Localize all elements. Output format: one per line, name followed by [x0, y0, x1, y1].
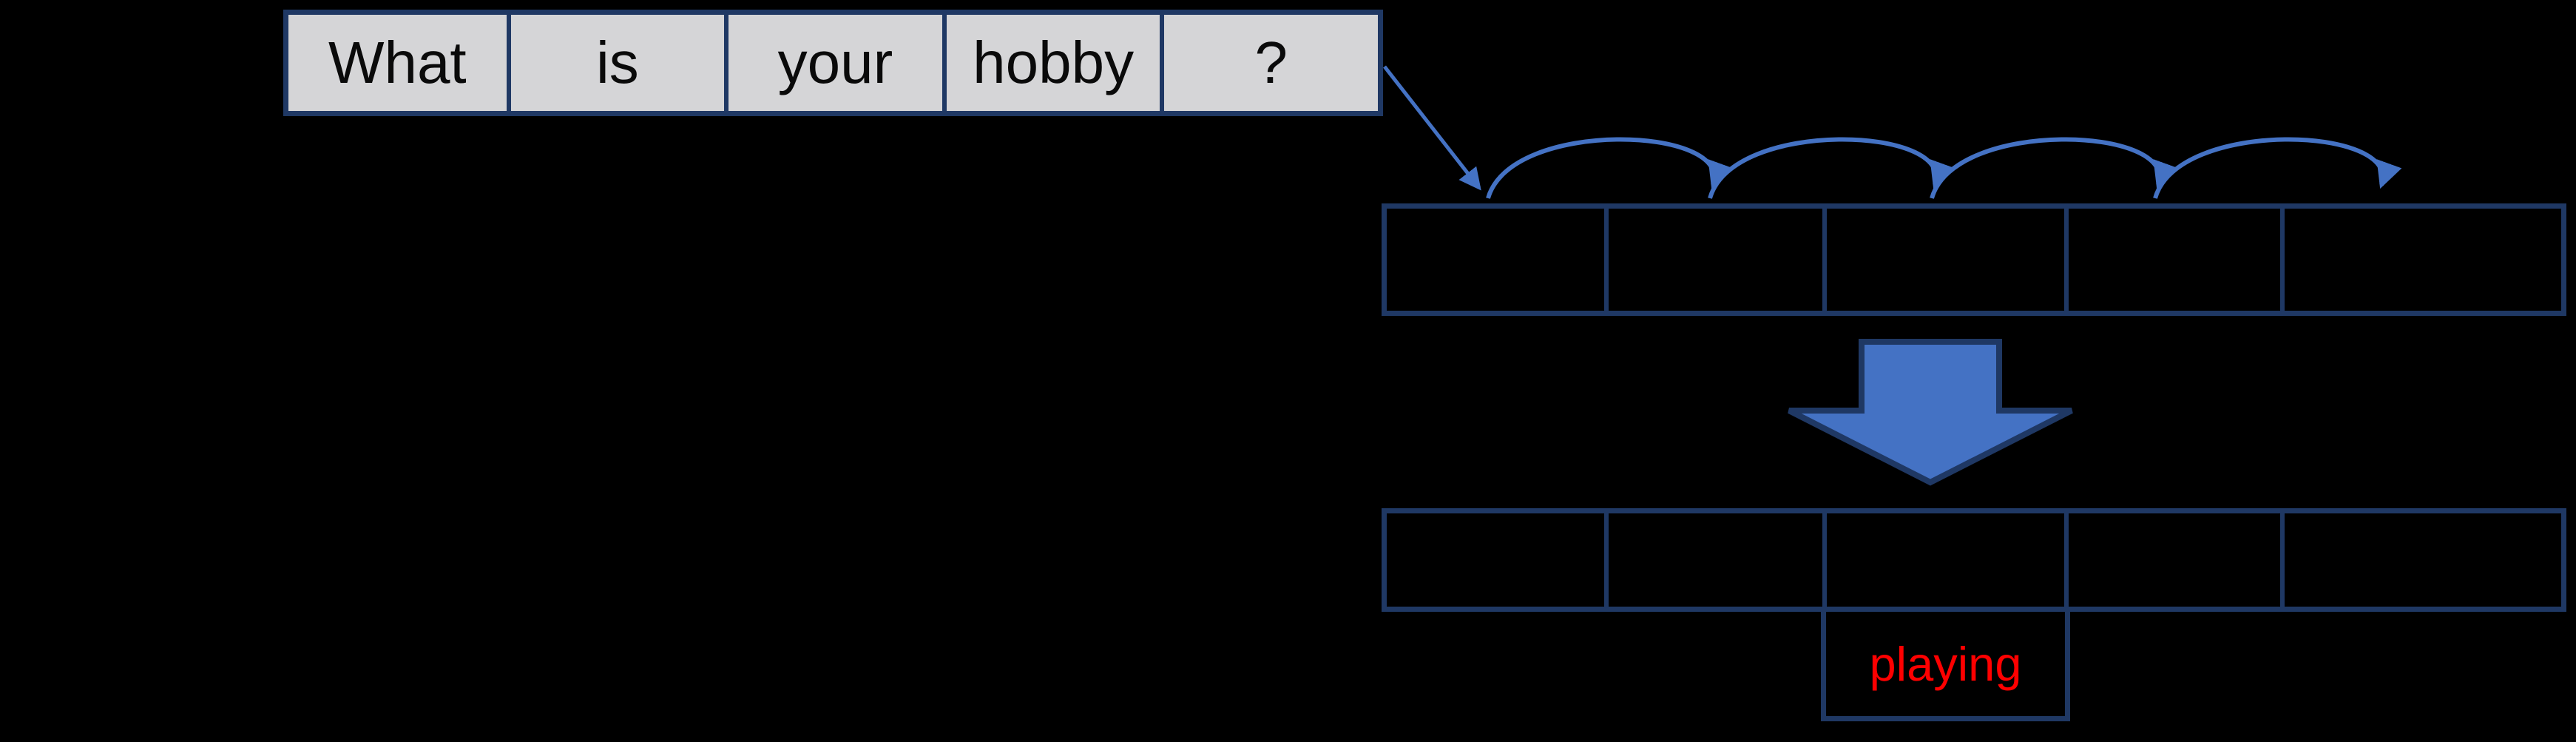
hop-arc-2-icon: [1708, 137, 1955, 199]
source-token-cell-your: your: [724, 15, 942, 111]
vector-cell: [1387, 513, 1604, 607]
source-token-label: hobby: [973, 30, 1135, 95]
vector-cell: [2063, 209, 2280, 311]
source-token-cell-hobby: hobby: [942, 15, 1160, 111]
source-token-cell-question-mark: ?: [1160, 15, 1378, 111]
source-token-label: ?: [1254, 30, 1288, 95]
source-token-cell-what: What: [288, 15, 507, 111]
source-sentence-row: What is your hobby ?: [283, 10, 1383, 116]
predicted-word-box: playing: [1821, 607, 2070, 721]
vector-cell: [2063, 513, 2280, 607]
vector-row-top: [1382, 203, 2566, 316]
vector-cell: [1822, 209, 2064, 311]
hop-arc-4-icon: [2153, 137, 2402, 199]
big-down-arrow-icon: [1788, 339, 2073, 486]
predicted-word-label: playing: [1869, 637, 2022, 691]
vector-cell: [2280, 513, 2561, 607]
source-token-label: your: [777, 30, 893, 95]
vector-cell: [1604, 513, 1822, 607]
vector-cell: [2280, 209, 2561, 311]
hop-arc-1-icon: [1486, 137, 1734, 199]
vector-cell: [1604, 209, 1822, 311]
vector-row-bottom: [1382, 508, 2566, 612]
input-arrow-icon: [1383, 65, 1481, 191]
source-token-label: What: [328, 30, 467, 95]
hop-arc-3-icon: [1930, 137, 2179, 199]
vector-cell: [1822, 513, 2064, 607]
source-token-cell-is: is: [506, 15, 725, 111]
vector-cell: [1387, 209, 1604, 311]
source-token-label: is: [596, 30, 639, 95]
